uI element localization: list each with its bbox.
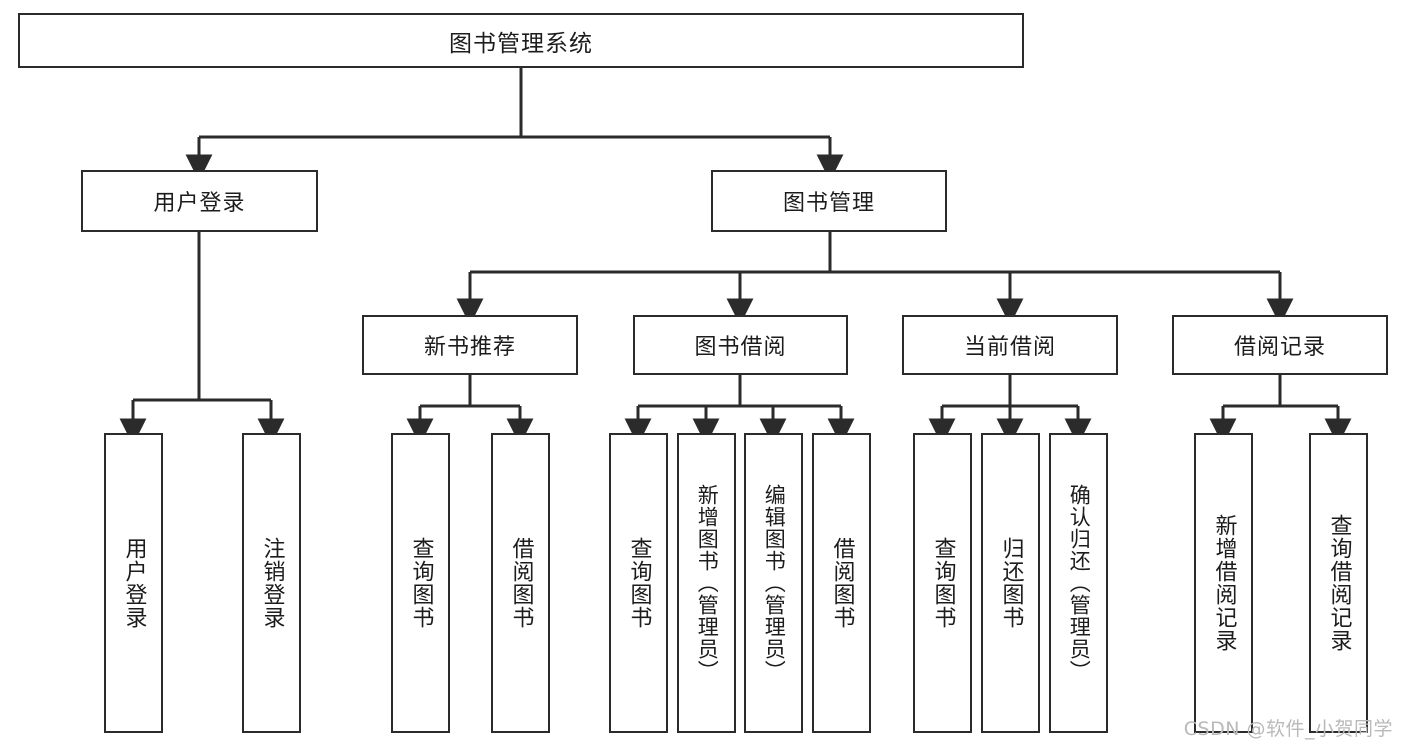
node-label: 查询借阅记录 [1326, 514, 1352, 652]
node-label: 查询图书 [626, 537, 652, 629]
node-label: 用户登录 [153, 191, 246, 216]
node-label: 编辑图书（管理员） [762, 484, 787, 682]
leaf-current-borrow-query[interactable]: 查询图书 [913, 433, 972, 733]
node-current-borrow[interactable]: 当前借阅 [902, 315, 1118, 375]
node-book-borrow[interactable]: 图书借阅 [633, 315, 848, 375]
leaf-book-borrow-borrow[interactable]: 借阅图书 [812, 433, 871, 733]
leaf-book-borrow-query[interactable]: 查询图书 [609, 433, 668, 733]
node-borrow-record[interactable]: 借阅记录 [1172, 315, 1388, 375]
leaf-borrow-record-add[interactable]: 新增借阅记录 [1194, 433, 1253, 733]
node-root-book-management-system[interactable]: 图书管理系统 [18, 13, 1024, 68]
node-new-book-recommend[interactable]: 新书推荐 [362, 315, 578, 375]
node-label: 借阅图书 [829, 537, 855, 629]
node-label: 借阅图书 [508, 537, 534, 629]
node-label: 新增借阅记录 [1211, 514, 1237, 652]
leaf-borrow-record-query[interactable]: 查询借阅记录 [1309, 433, 1368, 733]
leaf-current-borrow-confirm-return-admin[interactable]: 确认归还（管理员） [1049, 433, 1108, 733]
node-label: 归还图书 [998, 537, 1024, 629]
node-label: 用户登录 [121, 537, 147, 629]
node-label: 确认归还（管理员） [1067, 484, 1092, 682]
node-label: 查询图书 [930, 537, 956, 629]
leaf-new-book-borrow[interactable]: 借阅图书 [491, 433, 550, 733]
node-label: 当前借阅 [963, 335, 1056, 360]
leaf-user-login-login[interactable]: 用户登录 [104, 433, 163, 733]
node-label: 图书借阅 [694, 335, 787, 360]
node-label: 查询图书 [408, 537, 434, 629]
leaf-book-borrow-add-admin[interactable]: 新增图书（管理员） [677, 433, 736, 733]
node-label: 图书管理系统 [449, 30, 593, 57]
node-label: 借阅记录 [1233, 335, 1326, 360]
node-user-login[interactable]: 用户登录 [81, 170, 318, 232]
watermark: CSDN @软件_小贺同学 [1183, 718, 1393, 740]
node-label: 注销登录 [259, 537, 285, 629]
leaf-book-borrow-edit-admin[interactable]: 编辑图书（管理员） [744, 433, 803, 733]
node-label: 新增图书（管理员） [695, 484, 720, 682]
node-book-management[interactable]: 图书管理 [711, 170, 947, 232]
node-label: 新书推荐 [423, 335, 516, 360]
node-label: 图书管理 [782, 191, 875, 216]
leaf-user-login-logout[interactable]: 注销登录 [242, 433, 301, 733]
leaf-new-book-query[interactable]: 查询图书 [391, 433, 450, 733]
leaf-current-borrow-return[interactable]: 归还图书 [981, 433, 1040, 733]
